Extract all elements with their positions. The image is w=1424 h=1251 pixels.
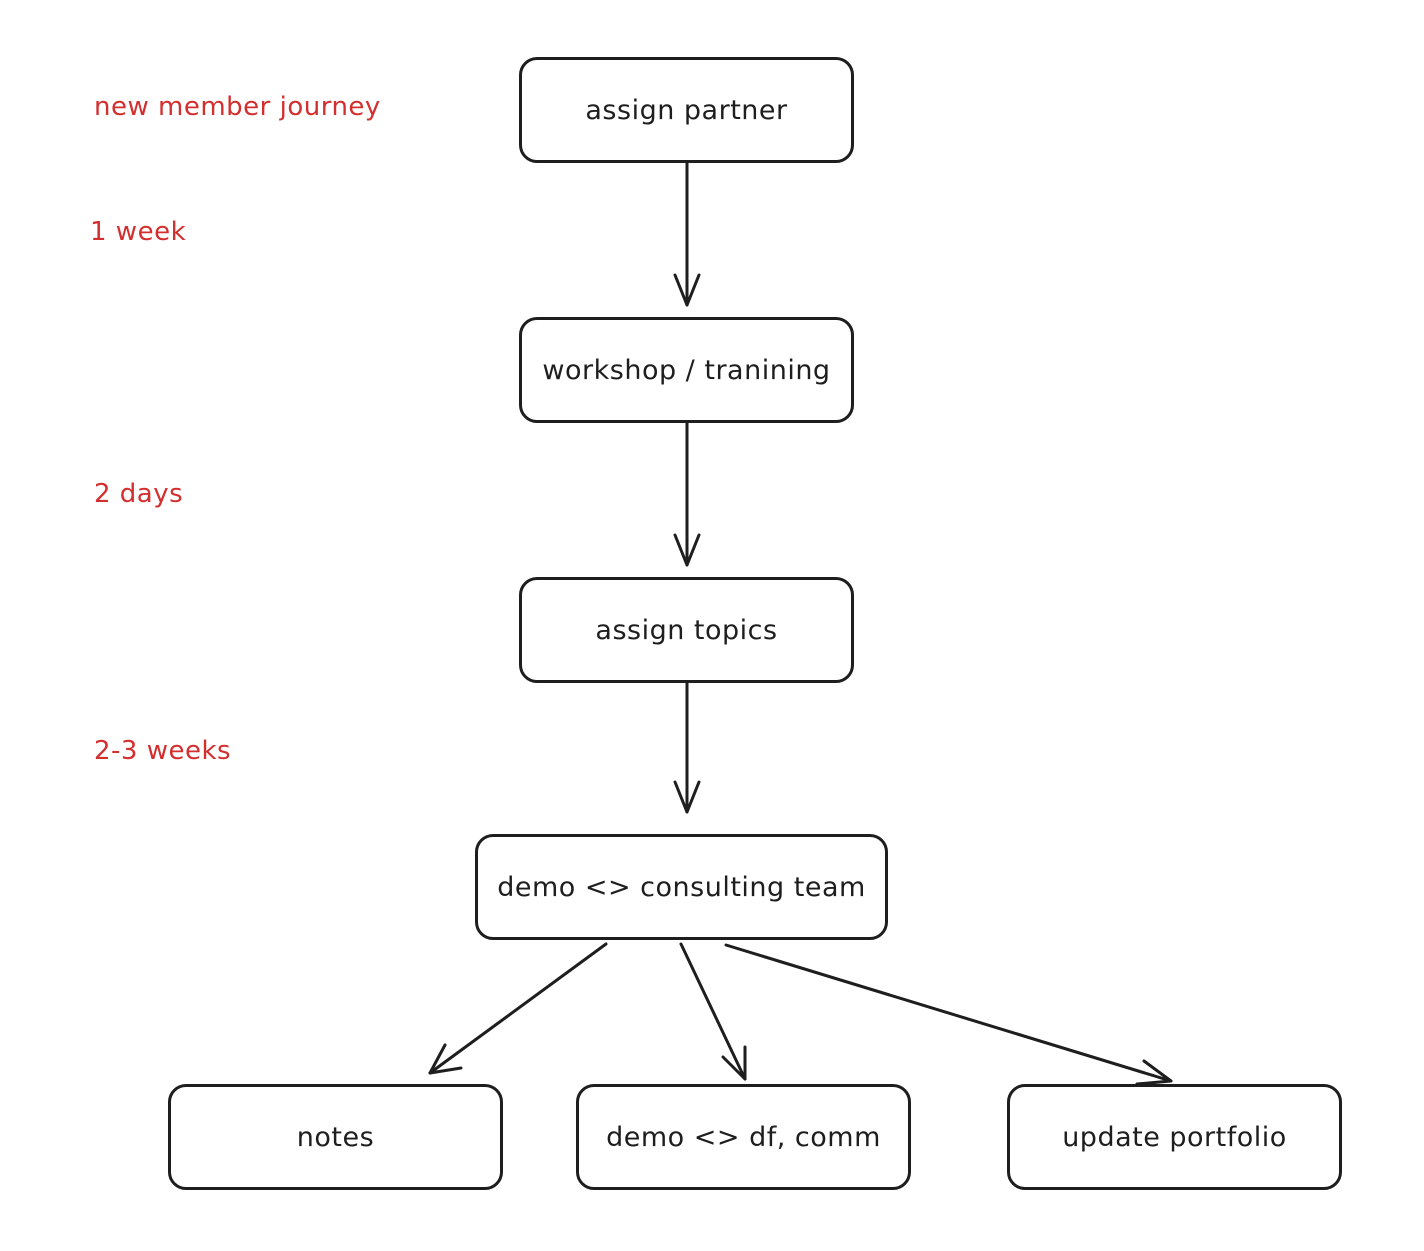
node-update-portfolio-label: update portfolio [1062, 1121, 1287, 1153]
duration-label-2-days: 2 days [94, 479, 184, 509]
node-update-portfolio[interactable]: update portfolio [1007, 1084, 1342, 1190]
arrowhead-demo-df [721, 1045, 747, 1081]
edge-demo-consulting-to-demo-df [679, 942, 747, 1081]
arrowhead-assign-topics [673, 533, 701, 567]
node-assign-partner-label: assign partner [585, 94, 788, 126]
node-notes[interactable]: notes [168, 1084, 503, 1190]
node-workshop-training-label: workshop / tranining [542, 354, 831, 386]
duration-label-2-3-weeks: 2-3 weeks [94, 736, 232, 766]
node-demo-df-comm-label: demo <> df, comm [606, 1121, 881, 1153]
node-assign-partner[interactable]: assign partner [519, 57, 854, 163]
node-assign-topics-label: assign topics [595, 614, 778, 646]
arrowhead-workshop [673, 273, 701, 307]
edge-demo-consulting-to-update-portfolio [724, 943, 1173, 1083]
arrowhead-demo-consulting [673, 780, 701, 814]
edge-demo-consulting-to-notes [428, 942, 608, 1075]
node-notes-label: notes [296, 1121, 375, 1153]
duration-label-1-week: 1 week [90, 217, 187, 247]
node-demo-consulting-team[interactable]: demo <> consulting team [475, 834, 888, 940]
node-demo-consulting-team-label: demo <> consulting team [497, 871, 866, 903]
node-demo-df-comm[interactable]: demo <> df, comm [576, 1084, 911, 1190]
node-assign-topics[interactable]: assign topics [519, 577, 854, 683]
arrowhead-update-portfolio [1135, 1059, 1173, 1086]
arrowhead-notes [428, 1043, 463, 1075]
journey-title: new member journey [94, 92, 381, 122]
node-workshop-training[interactable]: workshop / tranining [519, 317, 854, 423]
